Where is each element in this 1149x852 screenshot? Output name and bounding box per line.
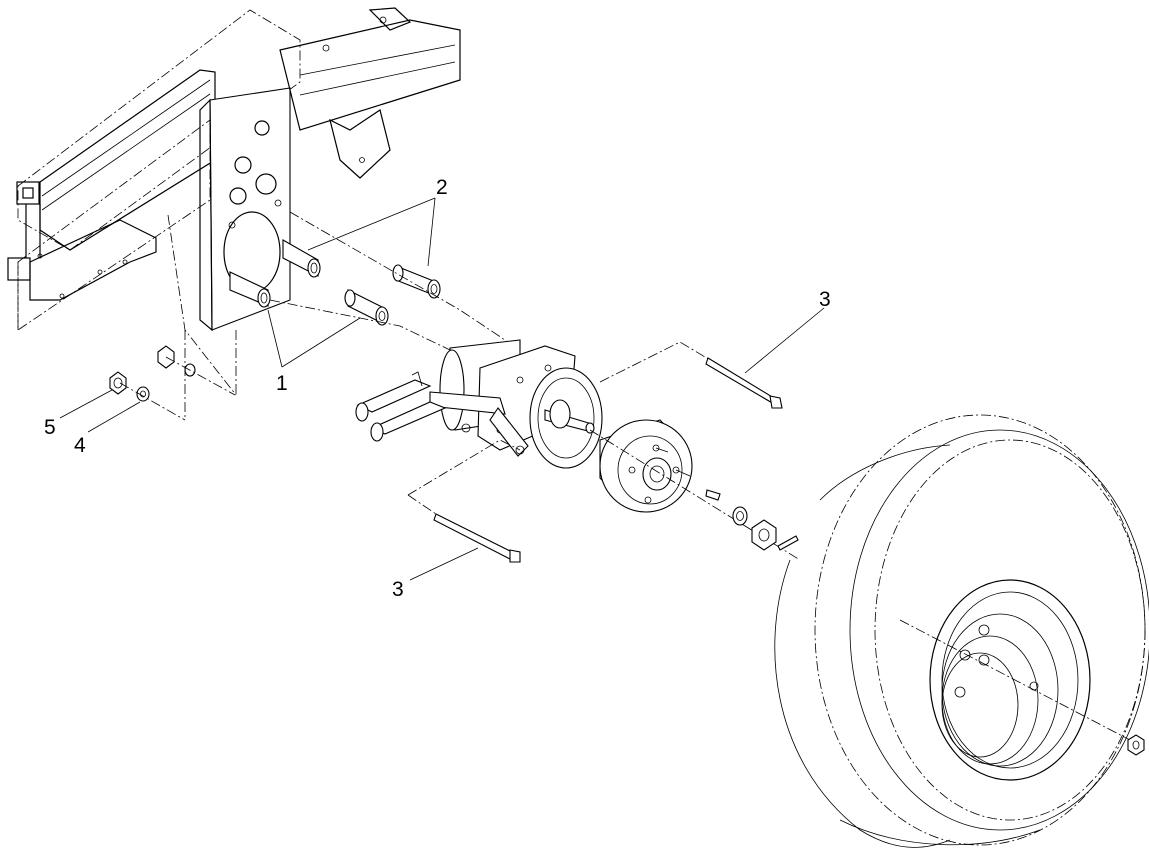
- washer-item4: [136, 386, 150, 402]
- callout-5: 5: [44, 416, 56, 439]
- cotter-pin: [777, 535, 799, 551]
- nut-upper: [157, 345, 196, 377]
- callout-3-lower: 3: [392, 578, 404, 601]
- callout-3-upper: 3: [819, 288, 831, 311]
- wheel-tire: [774, 414, 1149, 848]
- bushing-upper: [392, 264, 441, 299]
- tractor-frame: [7, 7, 461, 420]
- bolt-lower: [433, 513, 521, 563]
- callout-leaders: [59, 197, 825, 581]
- lug-nut: [1127, 734, 1145, 756]
- bolt-upper: [705, 357, 783, 409]
- callout-4: 4: [74, 434, 86, 457]
- woodruff-key: [705, 489, 721, 501]
- pivot-pin-upper: [282, 239, 321, 278]
- nut-item5: [109, 371, 127, 395]
- callout-2: 2: [436, 176, 448, 199]
- castle-nut: [751, 519, 777, 551]
- wheel-hub: [599, 419, 693, 513]
- bushing-lower: [344, 289, 389, 326]
- pivot-pin-lower: [229, 271, 271, 308]
- callout-1: 1: [276, 372, 288, 395]
- spindle-housing: [355, 339, 603, 469]
- thrust-washer: [732, 506, 748, 526]
